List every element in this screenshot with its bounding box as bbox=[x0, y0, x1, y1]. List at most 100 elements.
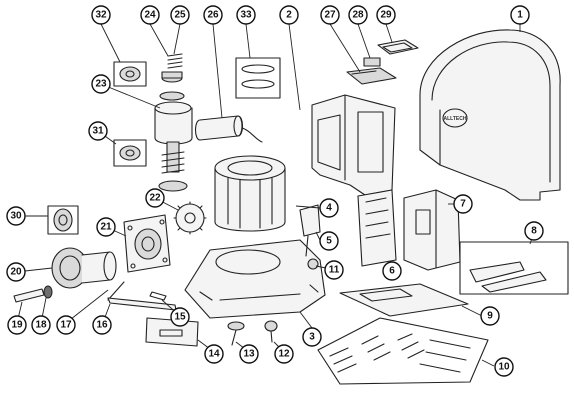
part-release-lever bbox=[107, 297, 177, 311]
callout-10: 10 bbox=[494, 357, 514, 377]
part-gearbox-casing bbox=[311, 94, 396, 196]
svg-text:13: 13 bbox=[243, 349, 255, 360]
callout-24: 24 bbox=[140, 5, 160, 25]
svg-text:8: 8 bbox=[531, 226, 537, 237]
part-spring-nut bbox=[161, 71, 183, 83]
part-board-connector bbox=[363, 57, 381, 67]
svg-text:18: 18 bbox=[35, 320, 47, 331]
callout-26: 26 bbox=[203, 5, 223, 25]
svg-text:30: 30 bbox=[10, 211, 22, 222]
svg-text:23: 23 bbox=[95, 79, 107, 90]
svg-text:9: 9 bbox=[487, 311, 493, 322]
svg-text:7: 7 bbox=[460, 199, 466, 210]
part-screw-a bbox=[227, 321, 245, 346]
svg-text:1: 1 bbox=[517, 10, 523, 21]
svg-text:21: 21 bbox=[100, 222, 112, 233]
svg-text:22: 22 bbox=[149, 193, 161, 204]
callout-17: 17 bbox=[56, 315, 76, 335]
svg-text:20: 20 bbox=[10, 267, 22, 278]
part-bearing-lower bbox=[113, 139, 147, 167]
svg-text:12: 12 bbox=[278, 349, 290, 360]
callout-18: 18 bbox=[31, 315, 51, 335]
part-capacitor bbox=[194, 115, 263, 143]
part-base-plate bbox=[339, 283, 469, 317]
callout-7: 7 bbox=[453, 194, 473, 214]
svg-text:33: 33 bbox=[240, 10, 252, 21]
svg-text:4: 4 bbox=[326, 203, 332, 214]
svg-text:25: 25 bbox=[174, 10, 186, 21]
svg-text:14: 14 bbox=[208, 349, 220, 360]
part-o-rings bbox=[235, 57, 281, 99]
callout-6: 6 bbox=[382, 261, 402, 281]
svg-text:5: 5 bbox=[326, 236, 332, 247]
part-control-unit bbox=[357, 189, 397, 267]
callout-21: 21 bbox=[96, 217, 116, 237]
callout-22: 22 bbox=[145, 188, 165, 208]
svg-text:27: 27 bbox=[324, 10, 336, 21]
part-output-pinion bbox=[51, 247, 117, 289]
brand-logo: ALLTECH bbox=[444, 116, 467, 122]
callout-25: 25 bbox=[170, 5, 190, 25]
callout-14: 14 bbox=[204, 344, 224, 364]
callout-8: 8 bbox=[524, 221, 544, 241]
part-mounting-brackets bbox=[459, 241, 569, 295]
svg-text:3: 3 bbox=[309, 332, 315, 343]
part-small-screw bbox=[107, 281, 125, 301]
callout-15: 15 bbox=[170, 307, 190, 327]
part-receiver-module bbox=[403, 189, 461, 271]
part-limit-gear bbox=[307, 258, 319, 270]
part-washer bbox=[43, 285, 53, 299]
part-board-cover bbox=[377, 39, 419, 55]
svg-text:19: 19 bbox=[11, 320, 23, 331]
svg-text:28: 28 bbox=[352, 10, 364, 21]
callout-23: 23 bbox=[91, 74, 111, 94]
callout-12: 12 bbox=[274, 344, 294, 364]
callout-5: 5 bbox=[319, 231, 339, 251]
callout-29: 29 bbox=[376, 5, 396, 25]
part-bearing-side bbox=[47, 205, 79, 235]
svg-text:10: 10 bbox=[498, 362, 510, 373]
callout-27: 27 bbox=[320, 5, 340, 25]
svg-text:24: 24 bbox=[144, 10, 156, 21]
part-motor-stator bbox=[214, 155, 286, 232]
callout-11: 11 bbox=[324, 260, 344, 280]
svg-text:17: 17 bbox=[60, 320, 72, 331]
callout-20: 20 bbox=[6, 262, 26, 282]
svg-text:15: 15 bbox=[174, 312, 186, 323]
part-drive-gear bbox=[173, 201, 207, 235]
part-hardware-kit bbox=[317, 317, 489, 385]
callout-31: 31 bbox=[88, 121, 108, 141]
callout-28: 28 bbox=[348, 5, 368, 25]
part-spring bbox=[167, 53, 183, 69]
svg-text:29: 29 bbox=[380, 10, 392, 21]
svg-text:31: 31 bbox=[92, 126, 104, 137]
part-release-key bbox=[149, 291, 167, 301]
svg-text:26: 26 bbox=[207, 10, 219, 21]
part-control-board bbox=[346, 67, 397, 85]
callout-3: 3 bbox=[302, 327, 322, 347]
callout-4: 4 bbox=[319, 198, 339, 218]
svg-text:6: 6 bbox=[389, 266, 395, 277]
svg-text:16: 16 bbox=[96, 320, 108, 331]
callout-2: 2 bbox=[279, 5, 299, 25]
part-cover-housing: ALLTECH bbox=[419, 29, 561, 201]
svg-text:32: 32 bbox=[95, 10, 107, 21]
callout-16: 16 bbox=[92, 315, 112, 335]
callout-19: 19 bbox=[7, 315, 27, 335]
part-bearing-top bbox=[113, 61, 147, 87]
callout-33: 33 bbox=[236, 5, 256, 25]
part-flange-plate bbox=[123, 214, 171, 273]
callout-13: 13 bbox=[239, 344, 259, 364]
callout-1: 1 bbox=[510, 5, 530, 25]
svg-text:11: 11 bbox=[329, 265, 340, 276]
part-limit-bracket bbox=[299, 204, 321, 257]
callout-30: 30 bbox=[6, 206, 26, 226]
part-worm-gear-column bbox=[154, 91, 193, 192]
part-shaft-pin bbox=[13, 288, 45, 303]
callout-32: 32 bbox=[91, 5, 111, 25]
part-base-housing bbox=[184, 239, 326, 319]
callout-9: 9 bbox=[480, 306, 500, 326]
part-screw-b bbox=[264, 320, 278, 343]
svg-text:2: 2 bbox=[286, 10, 292, 21]
